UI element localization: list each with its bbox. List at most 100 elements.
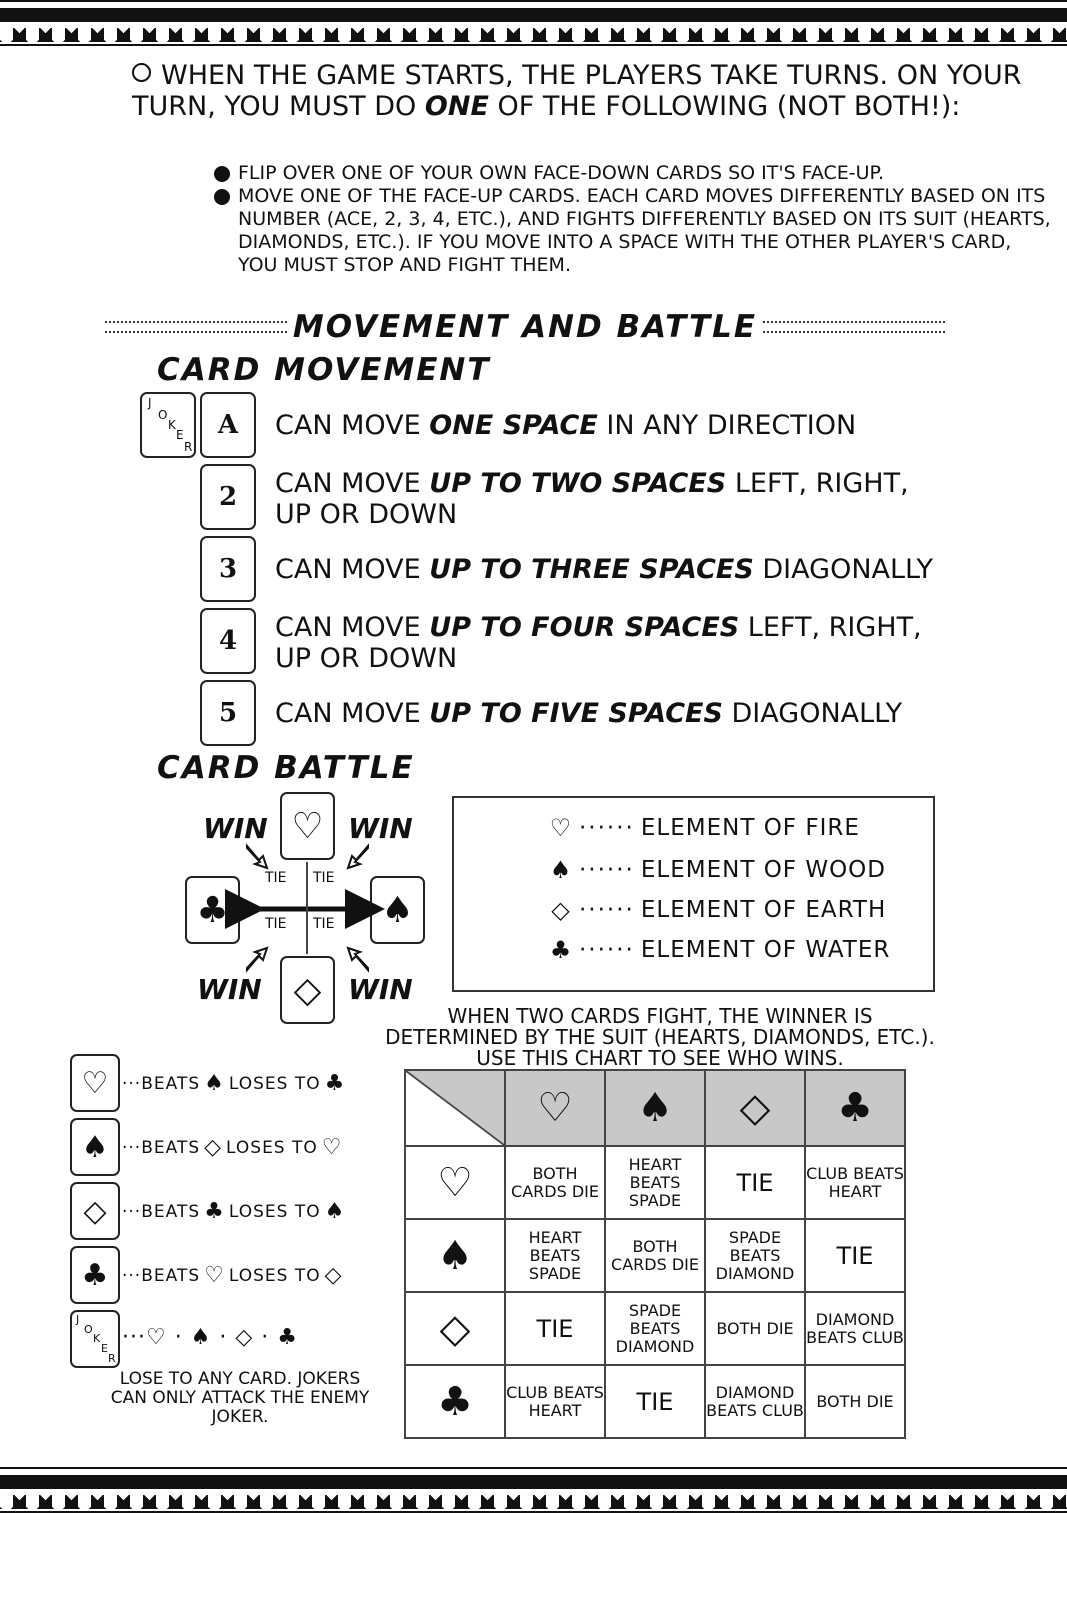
joker-rule-note: LOSE TO ANY CARD. JOKERS CAN ONLY ATTACK… <box>110 1369 370 1427</box>
beats-row-club: ···BEATS♡LOSES TO◇ <box>122 1263 347 1288</box>
column-club-icon: ♣ <box>804 1069 906 1147</box>
joker-letter: K <box>168 418 176 432</box>
table-cell: DIAMOND BEATS CLUB <box>704 1364 806 1439</box>
legend-label: ELEMENT OF EARTH <box>640 897 887 923</box>
joker-letter: J <box>148 396 152 410</box>
joker-letter: E <box>176 428 184 442</box>
intro-bullet-list: FLIP OVER ONE OF YOUR OWN FACE-DOWN CARD… <box>214 162 1054 277</box>
joker-letter: E <box>101 1342 108 1355</box>
element-legend: ♡······ELEMENT OF FIRE ♠······ELEMENT OF… <box>452 796 935 992</box>
bullet-text: MOVE ONE OF THE FACE-UP CARDS. EACH CARD… <box>238 185 1051 276</box>
table-cell: DIAMOND BEATS CLUB <box>804 1291 906 1366</box>
move-text: LEFT, RIGHT, UP OR DOWN <box>275 612 922 674</box>
hollow-bullet-icon <box>132 63 151 82</box>
beats-label: BEATS <box>141 1265 201 1286</box>
table-cell: BOTH CARDS DIE <box>504 1145 606 1220</box>
five-card: 5 <box>200 680 256 746</box>
row-spade-icon: ♠ <box>404 1218 506 1293</box>
table-row: ◇ TIE SPADE BEATS DIAMOND BOTH DIE DIAMO… <box>404 1291 906 1366</box>
diamond-icon: ◇ <box>324 1263 343 1288</box>
legend-row: ◇ ······ELEMENT OF EARTH <box>549 896 886 924</box>
table-cell: SPADE BEATS DIAMOND <box>704 1218 806 1293</box>
loses-label: LOSES TO <box>228 1073 321 1094</box>
diamond-card: ◇ <box>280 956 335 1024</box>
row-heart-icon: ♡ <box>404 1145 506 1220</box>
beats-label: BEATS <box>141 1073 201 1094</box>
joker-letter: O <box>158 408 168 422</box>
joker-suits-row: ···♡ · ♠ · ◇ · ♣ <box>122 1325 299 1350</box>
diamond-icon: ◇ <box>551 896 571 924</box>
joker-card: J O K E R <box>70 1310 120 1368</box>
table-header-row: ♡ ♠ ◇ ♣ <box>404 1069 906 1147</box>
spade-card: ♠ <box>70 1118 120 1176</box>
heart-card: ♡ <box>280 792 335 860</box>
battle-chart-table: ♡ ♠ ◇ ♣ ♡ BOTH CARDS DIE HEART BEATS SPA… <box>404 1069 906 1439</box>
legend-dots: ······ <box>579 857 635 883</box>
table-cell: TIE <box>804 1218 906 1293</box>
column-heart-icon: ♡ <box>504 1069 606 1147</box>
spade-icon: ♠ <box>549 856 573 884</box>
move-rule-ace: CAN MOVE ONE SPACE IN ANY DIRECTION <box>275 410 1045 441</box>
bullet-item: MOVE ONE OF THE FACE-UP CARDS. EACH CARD… <box>214 185 1054 277</box>
move-rule-two: CAN MOVE UP TO TWO SPACES LEFT, RIGHT, U… <box>275 468 915 530</box>
tie-label: TIE <box>265 870 287 886</box>
move-text: CAN MOVE <box>275 468 430 499</box>
legend-label: ELEMENT OF WOOD <box>640 857 886 883</box>
move-text: LEFT, RIGHT, UP OR DOWN <box>275 468 909 530</box>
legend-dots: ······ <box>579 897 635 923</box>
legend-label: ELEMENT OF WATER <box>640 937 891 963</box>
table-cell: TIE <box>504 1291 606 1366</box>
beats-label: BEATS <box>141 1201 201 1222</box>
joker-letter: R <box>184 440 193 454</box>
loses-label: LOSES TO <box>226 1137 318 1158</box>
tie-label: TIE <box>265 916 287 932</box>
joker-card: J O K E R <box>140 392 196 458</box>
move-text: CAN MOVE <box>275 554 430 585</box>
two-card: 2 <box>200 464 256 530</box>
table-corner-cell <box>404 1069 506 1147</box>
intro-line-start: WHEN THE GAME STARTS, THE PLAYERS TAKE T… <box>132 60 1022 122</box>
table-cell: HEART BEATS SPADE <box>504 1218 606 1293</box>
row-diamond-icon: ◇ <box>404 1291 506 1366</box>
intro-line-end: OF THE FOLLOWING (NOT BOTH!): <box>488 91 961 122</box>
table-row: ♠ HEART BEATS SPADE BOTH CARDS DIE SPADE… <box>404 1218 906 1293</box>
table-cell: SPADE BEATS DIAMOND <box>604 1291 706 1366</box>
club-icon: ♣ <box>324 1071 346 1096</box>
beats-dots: ··· <box>122 1137 142 1158</box>
move-rule-three: CAN MOVE UP TO THREE SPACES DIAGONALLY <box>275 554 1045 585</box>
spade-icon: ♠ <box>204 1071 225 1096</box>
diamond-card: ◇ <box>70 1182 120 1240</box>
move-text: CAN MOVE <box>275 698 430 729</box>
bullet-text: FLIP OVER ONE OF YOUR OWN FACE-DOWN CARD… <box>238 162 885 184</box>
filled-bullet-icon <box>214 189 230 205</box>
card-movement-heading: CARD MOVEMENT <box>157 352 491 388</box>
bullet-item: FLIP OVER ONE OF YOUR OWN FACE-DOWN CARD… <box>214 162 1054 185</box>
table-cell: HEART BEATS SPADE <box>604 1145 706 1220</box>
tie-label: TIE <box>313 870 335 886</box>
win-label: WIN <box>203 812 268 845</box>
filled-bullet-icon <box>214 166 230 182</box>
table-row: ♣ CLUB BEATS HEART TIE DIAMOND BEATS CLU… <box>404 1364 906 1439</box>
table-cell: BOTH DIE <box>804 1364 906 1439</box>
move-emphasis: ONE SPACE <box>429 410 598 441</box>
table-cell: TIE <box>604 1364 706 1439</box>
column-spade-icon: ♠ <box>604 1069 706 1147</box>
diamond-icon: ◇ <box>204 1135 223 1160</box>
move-text: CAN MOVE <box>275 612 430 643</box>
four-card: 4 <box>200 608 256 674</box>
joker-letter: J <box>76 1313 80 1326</box>
club-icon: ♣ <box>549 936 573 964</box>
legend-label: ELEMENT OF FIRE <box>640 815 860 841</box>
beats-dots: ··· <box>122 1073 142 1094</box>
win-label: WIN <box>197 973 262 1006</box>
move-emphasis: UP TO FOUR SPACES <box>429 612 740 643</box>
move-emphasis: UP TO FIVE SPACES <box>429 698 723 729</box>
spade-icon: ♠ <box>324 1199 346 1224</box>
move-text: DIAGONALLY <box>753 554 933 585</box>
joker-letter: R <box>108 1352 116 1365</box>
move-text: DIAGONALLY <box>722 698 903 729</box>
decorative-border-top <box>0 0 1067 46</box>
legend-dots: ······ <box>579 937 635 963</box>
loses-label: LOSES TO <box>228 1201 321 1222</box>
legend-row: ♡······ELEMENT OF FIRE <box>549 814 860 842</box>
